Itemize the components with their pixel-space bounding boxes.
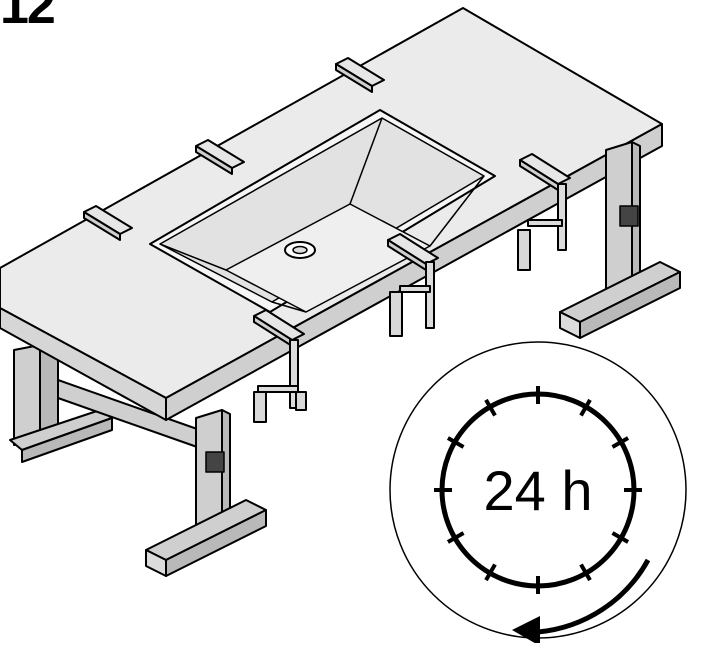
clamp-top-2 — [195, 139, 245, 175]
timer-callout: 24 h — [389, 341, 687, 646]
sink-basin — [149, 109, 496, 313]
clamp-top-1 — [83, 205, 133, 241]
clock-tick — [446, 531, 465, 544]
clamp-edge-3 — [517, 153, 571, 271]
front-stand — [145, 409, 267, 577]
clock-ticks — [434, 386, 642, 594]
timer-label: 24 h — [484, 459, 593, 522]
clamp-edge-2 — [387, 233, 439, 337]
clamp-edge-1 — [253, 309, 307, 423]
clock-tick — [611, 436, 630, 449]
clamp-top-3 — [335, 57, 385, 93]
step-number: 12 — [0, 0, 56, 35]
right-stand — [559, 141, 681, 339]
counterclockwise-arrow-icon — [537, 558, 651, 635]
left-stand — [9, 344, 201, 463]
clock-tick — [484, 398, 497, 417]
clock-tick — [579, 563, 592, 582]
clock-tick — [579, 398, 592, 417]
clock-tick — [484, 563, 497, 582]
clock-tick — [611, 531, 630, 544]
arrow-head — [512, 616, 540, 646]
clock-tick — [446, 436, 465, 449]
